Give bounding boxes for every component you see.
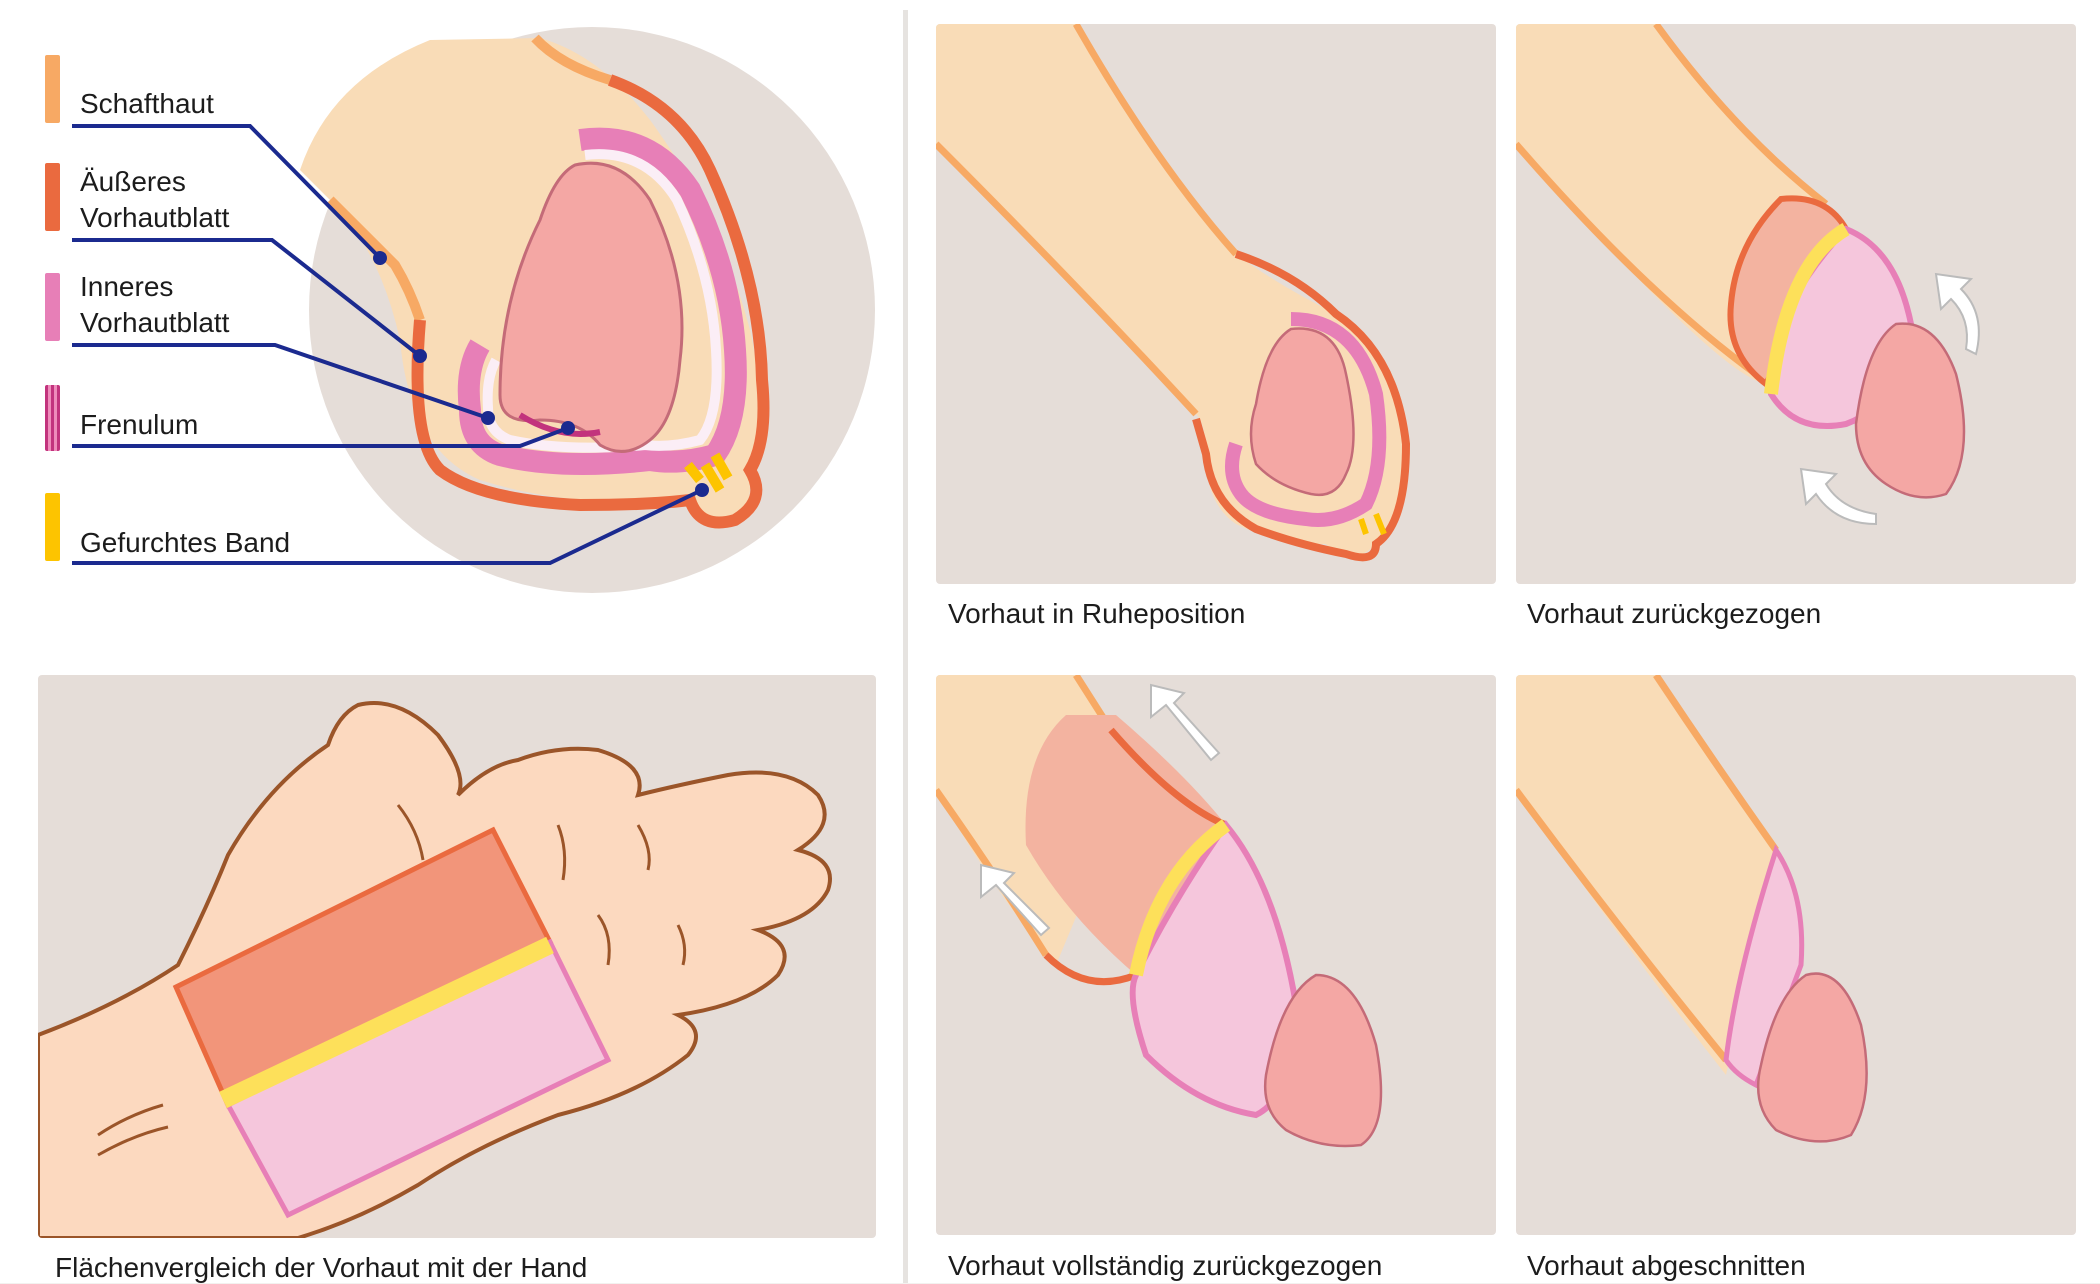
circumcised-illustration xyxy=(1516,675,2076,1235)
panel-hand-comparison xyxy=(38,675,876,1238)
arrow-curved-icon xyxy=(1936,274,1979,354)
caption-circumcised: Vorhaut abgeschnitten xyxy=(1527,1250,1806,1282)
panel-circumcised xyxy=(1516,675,2076,1235)
panel-fully-retracted xyxy=(936,675,1496,1235)
caption-rest: Vorhaut in Ruheposition xyxy=(948,598,1245,630)
leader-line-frenulum xyxy=(72,428,568,446)
rest-position-illustration xyxy=(936,24,1496,584)
caption-hand: Flächenvergleich der Vorhaut mit der Han… xyxy=(55,1252,587,1284)
panel-rest-position xyxy=(936,24,1496,584)
caption-fully-retracted: Vorhaut vollständig zurückgezogen xyxy=(948,1250,1382,1282)
leader-dot-band xyxy=(695,483,709,497)
caption-retracted: Vorhaut zurückgezogen xyxy=(1527,598,1821,630)
leader-line-outer xyxy=(72,240,420,356)
fully-retracted-illustration xyxy=(936,675,1496,1235)
leader-line-band xyxy=(72,490,702,563)
leader-lines xyxy=(0,0,900,640)
leader-dot-frenulum xyxy=(561,421,575,435)
retracted-illustration xyxy=(1516,24,2076,584)
arrow-curved-icon xyxy=(1801,469,1876,524)
leader-dot-inner xyxy=(481,411,495,425)
leader-dot-shaft xyxy=(373,251,387,265)
panel-retracted xyxy=(1516,24,2076,584)
arrow-straight-icon xyxy=(1151,685,1219,760)
hand-illustration xyxy=(38,675,876,1238)
leader-dot-outer xyxy=(413,349,427,363)
column-divider xyxy=(903,10,908,1283)
